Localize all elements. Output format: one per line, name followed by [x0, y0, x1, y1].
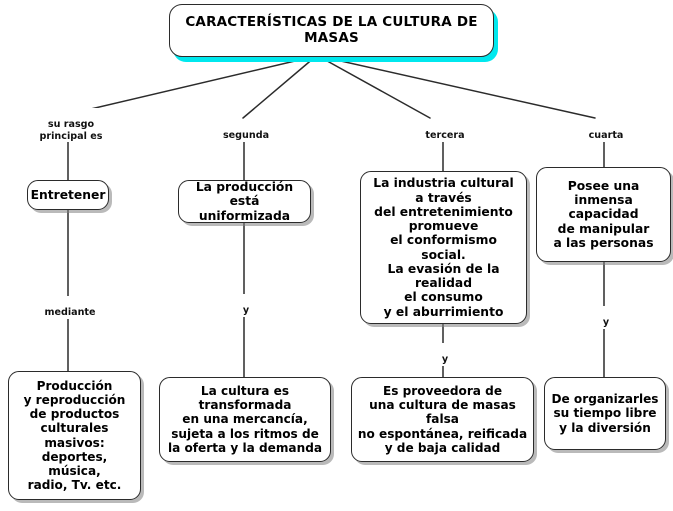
node-entretener-label: Entretener: [30, 187, 106, 202]
edge-label-y-3-text: y: [441, 354, 449, 366]
edge-title-to-rama-1: [77, 56, 313, 113]
edge-label-mediante: mediante: [39, 296, 101, 319]
edge-label-rama-1-text: su rasgo principal es: [39, 119, 103, 142]
edge-label-y-3: y: [435, 343, 455, 366]
node-title[interactable]: CARACTERÍSTICAS DE LA CULTURA DE MASAS: [169, 4, 494, 57]
edge-label-mediante-text: mediante: [44, 307, 96, 319]
edge-title-to-rama-2: [242, 56, 316, 119]
node-produccion-uniformizada-label: La producción está uniformizada: [195, 180, 294, 223]
node-cultura-falsa-label: Es proveedora de una cultura de masas fa…: [357, 384, 528, 455]
node-industria-cultural[interactable]: La industria cultural a través del entre…: [360, 171, 527, 324]
node-produccion-masiva-label: Producción y reproducción de productos c…: [23, 379, 126, 492]
node-entretener[interactable]: Entretener: [27, 180, 109, 210]
edge-label-rama-3-text: tercera: [425, 130, 465, 142]
edge-label-rama-4-text: cuarta: [588, 130, 624, 142]
node-produccion-masiva[interactable]: Producción y reproducción de productos c…: [8, 371, 141, 500]
node-industria-cultural-label: La industria cultural a través del entre…: [373, 176, 514, 319]
node-tiempo-libre[interactable]: De organizarles su tiempo libre y la div…: [544, 377, 666, 450]
node-tiempo-libre-label: De organizarles su tiempo libre y la div…: [551, 392, 659, 435]
node-capacidad-manipular-label: Posee una inmensa capacidad de manipular…: [553, 178, 654, 250]
edge-title-to-rama-3: [319, 56, 431, 119]
node-title-label: CARACTERÍSTICAS DE LA CULTURA DE MASAS: [185, 13, 478, 46]
edge-label-rama-1: su rasgo principal es: [31, 108, 111, 142]
node-cultura-mercancia-label: La cultura es transformada en una mercan…: [167, 384, 323, 455]
edge-label-rama-2: segunda: [213, 119, 279, 142]
edge-label-y-4-text: y: [602, 317, 610, 329]
edge-label-rama-2-text: segunda: [222, 130, 270, 142]
node-cultura-mercancia[interactable]: La cultura es transformada en una mercan…: [159, 377, 331, 462]
node-produccion-uniformizada[interactable]: La producción está uniformizada: [178, 180, 311, 223]
edge-label-y-2: y: [236, 294, 256, 317]
node-cultura-falsa[interactable]: Es proveedora de una cultura de masas fa…: [351, 377, 534, 462]
edge-label-y-2-text: y: [242, 305, 250, 317]
edge-title-to-rama-4: [322, 56, 596, 119]
node-capacidad-manipular[interactable]: Posee una inmensa capacidad de manipular…: [536, 167, 671, 262]
edge-label-rama-4: cuarta: [576, 119, 636, 142]
edge-label-rama-3: tercera: [414, 119, 476, 142]
edge-label-y-4: y: [596, 306, 616, 329]
